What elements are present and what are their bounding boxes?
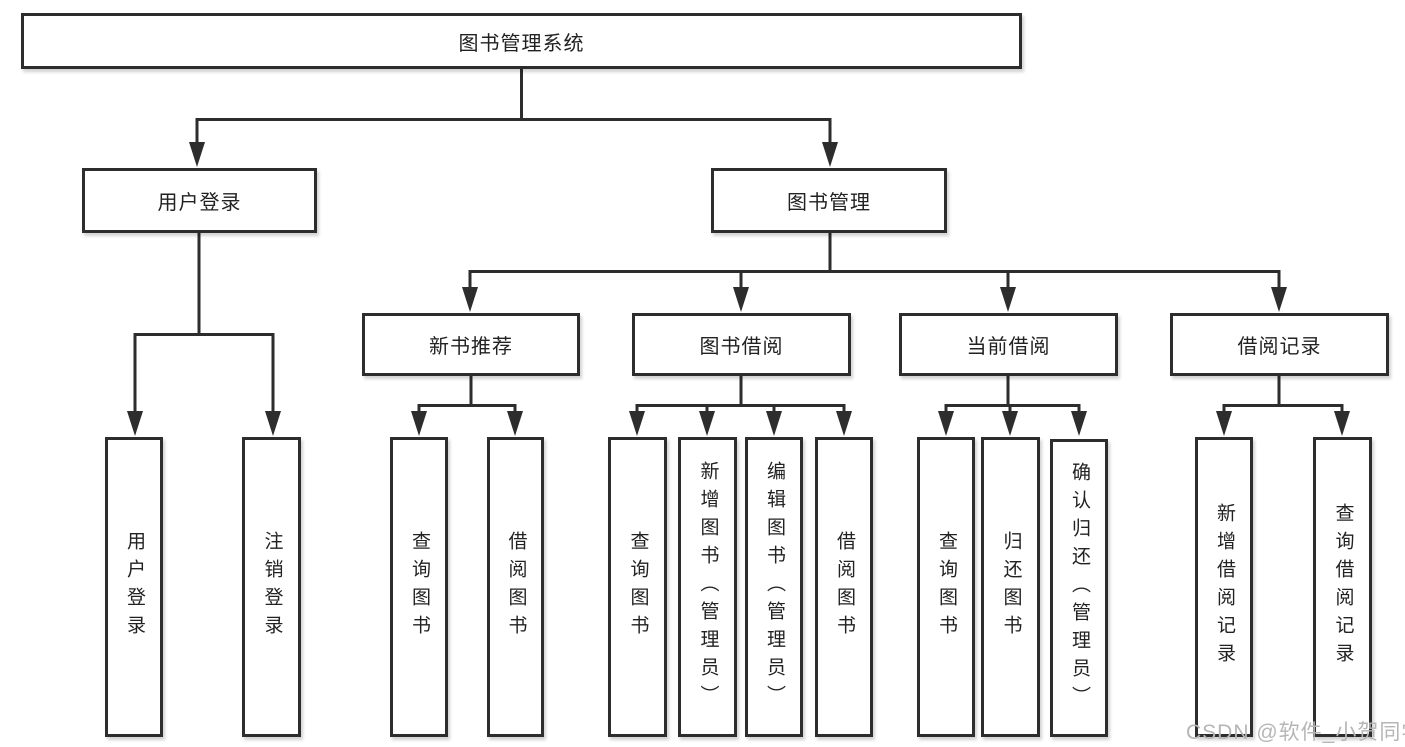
arrow-icon <box>766 411 782 436</box>
edge-borrow-bus <box>635 376 846 416</box>
edge-userlogin-bus <box>133 233 275 419</box>
node-label: 借阅图书 <box>505 531 527 643</box>
leaf-borrow-books-1: 借阅图书 <box>487 437 544 737</box>
node-current-borrow: 当前借阅 <box>899 313 1118 376</box>
node-label: 注销登录 <box>261 531 283 643</box>
arrow-icon <box>1071 411 1087 436</box>
arrow-icon <box>1334 411 1350 436</box>
arrow-icon <box>836 411 852 436</box>
arrow-icon <box>938 411 954 436</box>
node-label: 新增图书（管理员） <box>697 461 719 713</box>
node-label: 图书管理 <box>787 192 871 214</box>
arrow-icon <box>1216 411 1232 436</box>
arrow-icon <box>411 411 427 436</box>
edge-current-bus <box>944 376 1081 416</box>
node-user-login-branch: 用户登录 <box>82 168 317 233</box>
arrow-icon <box>733 287 749 312</box>
leaf-query-borrow-record: 查询借阅记录 <box>1313 437 1372 737</box>
arrow-icon <box>189 142 205 167</box>
node-label: 编辑图书（管理员） <box>763 461 785 713</box>
node-label: 查询图书 <box>935 531 957 643</box>
arrow-icon <box>462 287 478 312</box>
node-root-system: 图书管理系统 <box>21 13 1022 69</box>
node-label: 查询图书 <box>408 531 430 643</box>
edge-newbook-bus <box>417 376 517 416</box>
arrow-icon <box>1000 287 1016 312</box>
node-borrow-record: 借阅记录 <box>1170 313 1389 376</box>
node-label: 归还图书 <box>1000 531 1022 643</box>
edge-level1-bus <box>195 118 832 150</box>
arrow-icon <box>822 142 838 167</box>
csdn-watermark: CSDN @软件_小贺同学 <box>1186 721 1405 744</box>
node-label: 图书管理系统 <box>458 32 585 55</box>
leaf-confirm-return-admin: 确认归还（管理员） <box>1050 439 1108 737</box>
arrow-icon <box>127 411 143 436</box>
node-label: 新增借阅记录 <box>1213 503 1235 671</box>
node-label: 借阅记录 <box>1237 336 1322 358</box>
edge-record-bus <box>1222 376 1344 416</box>
leaf-query-books-2: 查询图书 <box>608 437 667 737</box>
leaf-query-books-1: 查询图书 <box>390 437 448 737</box>
leaf-logout: 注销登录 <box>242 437 301 737</box>
node-label: 用户登录 <box>123 531 145 643</box>
node-label: 图书借阅 <box>699 336 784 358</box>
node-book-management-branch: 图书管理 <box>711 168 947 233</box>
node-label: 用户登录 <box>157 192 242 214</box>
arrow-icon <box>1002 411 1018 436</box>
leaf-query-books-3: 查询图书 <box>917 437 975 737</box>
arrowheads <box>127 142 1350 436</box>
leaf-user-login: 用户登录 <box>105 437 163 737</box>
leaf-return-book: 归还图书 <box>981 437 1040 737</box>
node-label: 当前借阅 <box>966 336 1051 358</box>
node-label: 查询图书 <box>627 531 649 643</box>
arrow-icon <box>1271 287 1287 312</box>
edge-bookmgmt-bus <box>468 233 1281 292</box>
node-label: 借阅图书 <box>833 531 855 643</box>
leaf-add-borrow-record: 新增借阅记录 <box>1195 437 1253 737</box>
leaf-edit-book-admin: 编辑图书（管理员） <box>745 437 803 737</box>
connector-paths <box>133 67 1344 419</box>
node-label: 新书推荐 <box>429 336 513 358</box>
arrow-icon <box>699 411 715 436</box>
node-label: 确认归还（管理员） <box>1068 462 1090 714</box>
arrow-icon <box>629 411 645 436</box>
arrow-icon <box>507 411 523 436</box>
leaf-add-book-admin: 新增图书（管理员） <box>678 437 737 737</box>
leaf-borrow-books-2: 借阅图书 <box>815 437 873 737</box>
node-book-borrow: 图书借阅 <box>632 313 851 376</box>
arrow-icon <box>265 411 281 436</box>
node-new-book-recommend: 新书推荐 <box>362 313 580 376</box>
node-label: 查询借阅记录 <box>1332 503 1354 671</box>
